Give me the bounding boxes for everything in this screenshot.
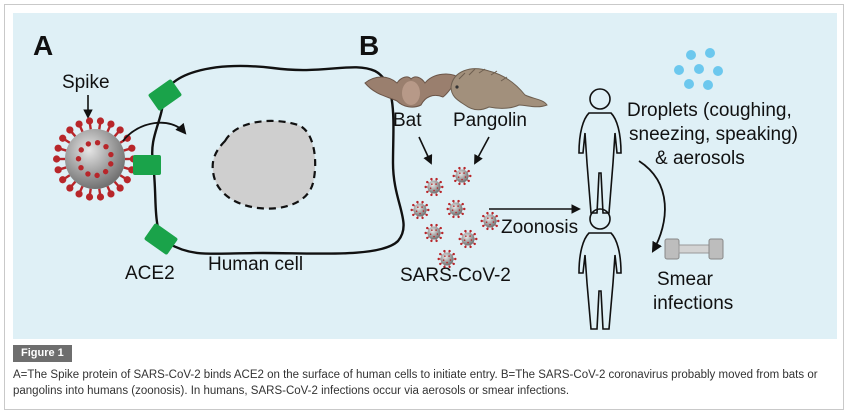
panel-a-letter: A (33, 30, 53, 61)
ace2-receptor-middle (133, 155, 161, 175)
entry-arrow (122, 121, 187, 142)
human-silhouette-top (578, 88, 622, 214)
spike-label: Spike (62, 72, 110, 93)
virus-cluster (410, 166, 500, 269)
droplets-icon (674, 48, 723, 90)
droplets-line-3: & aerosols (655, 148, 745, 169)
panel-b-letter: B (359, 30, 379, 61)
ace2-label: ACE2 (125, 263, 175, 284)
bat-arrow (418, 136, 433, 165)
figure-diagram: A Spike ACE2 Human cell B Bat Pan (33, 30, 798, 330)
ace2-receptor-bottom (144, 223, 178, 255)
cell-nucleus (211, 119, 317, 210)
ace2-receptor-top (148, 79, 182, 111)
dumbbell-icon (664, 238, 724, 260)
figure-label: Figure 1 (13, 345, 72, 362)
human-cell-label: Human cell (208, 254, 303, 275)
human-cell-membrane (151, 64, 405, 255)
pangolin-label: Pangolin (453, 110, 527, 131)
zoonosis-label: Zoonosis (501, 217, 578, 238)
coronavirus-particle-large (53, 117, 137, 201)
figure-caption: A=The Spike protein of SARS-CoV-2 binds … (13, 369, 818, 397)
figure-panel: A Spike ACE2 Human cell B Bat Pan (13, 13, 837, 339)
bat-label: Bat (393, 110, 422, 131)
smear-line-2: infections (653, 293, 733, 314)
pangolin-arrow (474, 136, 490, 165)
smear-line-1: Smear (657, 269, 714, 290)
transmission-arrow (638, 160, 666, 253)
human-silhouette-bottom (578, 208, 622, 330)
sars-cov-2-label: SARS-CoV-2 (400, 265, 511, 286)
pangolin-icon (450, 68, 548, 111)
droplets-line-1: Droplets (coughing, (627, 100, 792, 121)
bat-icon (364, 73, 462, 108)
droplets-line-2: sneezing, speaking) (629, 124, 798, 145)
